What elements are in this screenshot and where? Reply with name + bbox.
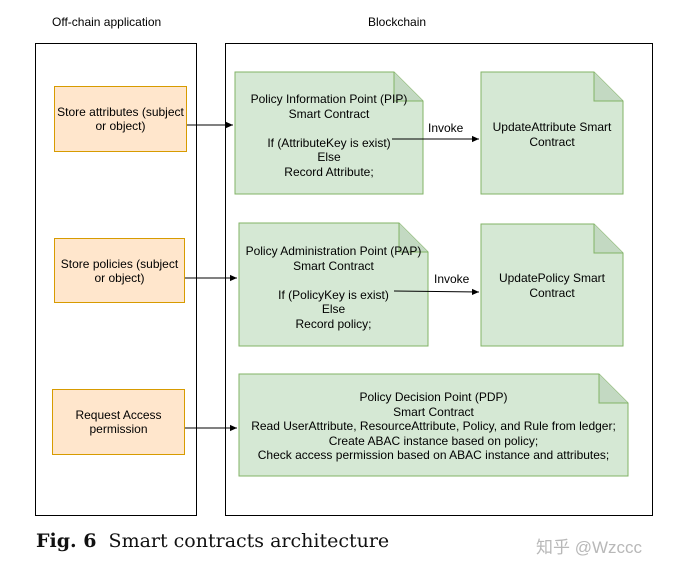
pap-blank-line: [239, 273, 428, 288]
pdp-note: Policy Decision Point (PDP) Smart Contra…: [239, 390, 628, 470]
store-policies-label: Store policies (subject or object): [60, 256, 179, 285]
pap-note: Policy Administration Point (PAP) Smart …: [239, 244, 428, 344]
blockchain-title: Blockchain: [368, 15, 427, 29]
pip-action: Record Attribute;: [284, 164, 374, 179]
store-policies-box: Store policies (subject or object): [54, 238, 185, 303]
pdp-read-step: Read UserAttribute, ResourceAttribute, P…: [251, 419, 616, 433]
pdp-check-step: Check access permission based on ABAC in…: [257, 448, 610, 462]
invoke-label-1: Invoke: [428, 121, 464, 135]
pip-note-shape: [234, 71, 424, 195]
arrow-pap-invoke-update-policy: [393, 288, 480, 296]
pip-else: Else: [317, 150, 341, 164]
watermark: 知乎 @Wzccc: [536, 538, 643, 557]
figure-caption: Fig. 6 Smart contracts architecture: [36, 530, 389, 552]
pap-subtitle: Smart Contract: [293, 258, 374, 273]
update-attribute-label: UpdateAttribute Smart Contract: [492, 120, 612, 149]
pip-condition: If (AttributeKey is exist): [267, 135, 391, 150]
figure-label: Fig. 6: [36, 530, 97, 552]
update-attribute-note: UpdateAttribute Smart Contract: [481, 120, 623, 149]
offchain-title: Off-chain application: [52, 15, 162, 29]
store-attributes-label: Store attributes (subject or object): [57, 105, 184, 133]
pip-note: Policy Information Point (PIP) Smart Con…: [235, 92, 423, 192]
pap-condition: If (PolicyKey is exist): [278, 287, 389, 302]
pip-title: Policy Information Point (PIP): [250, 92, 408, 106]
pap-action: Record policy;: [295, 316, 372, 331]
pap-title: Policy Administration Point (PAP): [245, 244, 422, 258]
request-access-box: Request Access permission: [52, 389, 185, 455]
update-policy-note: UpdatePolicy Smart Contract: [481, 271, 623, 300]
pdp-create-step: Create ABAC instance based on policy;: [328, 433, 539, 448]
update-attribute-note-shape: [480, 71, 624, 195]
pdp-title: Policy Decision Point (PDP): [359, 390, 508, 404]
request-access-label: Request Access permission: [75, 408, 162, 436]
pdp-note-shape: [238, 373, 629, 477]
pip-subtitle: Smart Contract: [288, 106, 370, 121]
update-policy-note-shape: [480, 223, 624, 347]
pap-else: Else: [321, 302, 346, 316]
pdp-subtitle: Smart Contract: [393, 404, 474, 419]
figure-caption-text: Smart contracts architecture: [108, 530, 390, 552]
pip-blank-line: [235, 121, 423, 136]
store-attributes-box: Store attributes (subject or object): [54, 86, 187, 152]
invoke-label-2: Invoke: [434, 272, 470, 286]
pap-note-shape: [238, 222, 429, 347]
update-policy-label: UpdatePolicy Smart Contract: [498, 271, 606, 300]
